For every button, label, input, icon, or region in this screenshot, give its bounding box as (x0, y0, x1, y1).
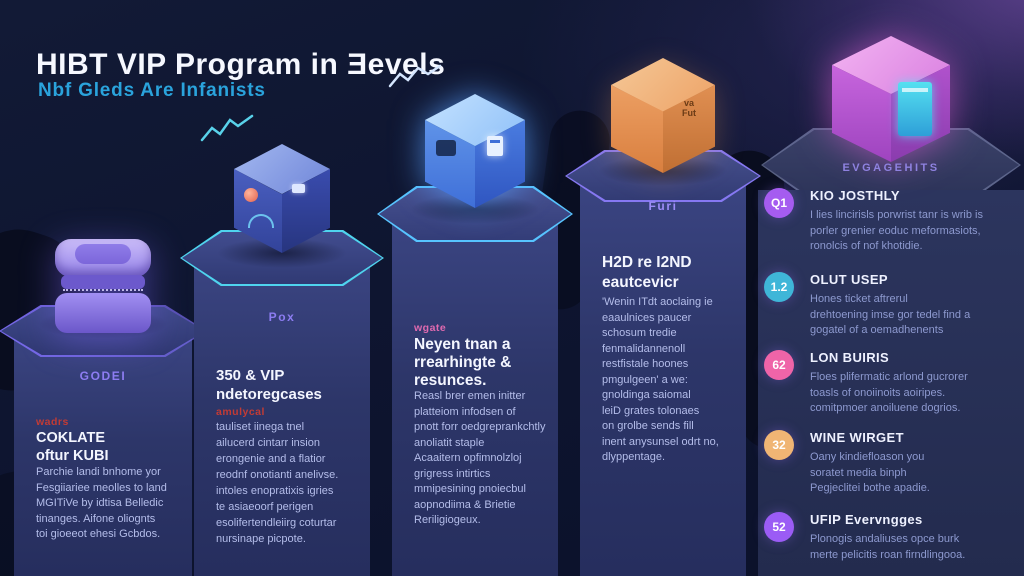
item-title: UFIP Evervngges (810, 512, 923, 527)
device-dotted-line (63, 289, 143, 291)
panel-body (758, 190, 1024, 576)
glowing-cube-icon (425, 94, 525, 212)
column-pedestal (580, 176, 746, 576)
column-heading: COKLATE oftur KUBI (36, 430, 109, 464)
list-item: Q1 KIO JOSTHLY I lies lincirisls porwris… (764, 188, 1014, 255)
platform-label: GODEI (79, 369, 127, 383)
level-column-3: wgate Neyen tnan a rrearhingte & resunce… (377, 64, 573, 576)
item-body: Plonogis andaliuses opce burk merte peli… (810, 533, 966, 561)
column-heading: H2D re I2ND eautcevicr (602, 254, 692, 291)
item-content: UFIP Evervngges Plonogis andaliuses opce… (810, 512, 1014, 563)
list-item: 62 LON BUIRIS Floes plifermatic arlond g… (764, 350, 1014, 417)
item-badge: 32 (764, 430, 794, 460)
device-band (61, 275, 145, 289)
vip-cube-icon: va Fut (611, 58, 715, 178)
column-pedestal (392, 214, 558, 576)
column-tag: wadrs (36, 416, 69, 428)
level-column-2: Pox 350 & VIP ndetoregcases amulycal tau… (180, 114, 384, 576)
panel-label: EVGAGEHITS (842, 162, 940, 174)
item-title: LON BUIRIS (810, 350, 890, 365)
column-body-text: Reasl brer emen initter platteiom infods… (414, 390, 546, 526)
figures-icon (436, 140, 456, 156)
column-tag: amulycal (216, 406, 265, 418)
item-body: I lies lincirisls porwrist tanr is wrib … (810, 209, 983, 252)
item-title: KIO JOSTHLY (810, 188, 900, 203)
list-item: 1.2 OLUT USEP Hones ticket aftrerul dreh… (764, 272, 1014, 339)
cube-face-label: va Fut (682, 98, 696, 118)
list-item: 32 WINE WIRGET Oany kindiefloason you so… (764, 430, 1014, 497)
item-badge: 62 (764, 350, 794, 380)
feature-cube-icon (234, 144, 330, 256)
trend-sparkline-icon (200, 114, 254, 142)
column-pedestal (194, 258, 370, 576)
document-icon (292, 184, 305, 193)
column-tag: wgate (414, 322, 447, 334)
item-content: OLUT USEP Hones ticket aftrerul drehtoen… (810, 272, 1014, 339)
column-body-text: Parchie landi bnhome yor Fesgiiariee meo… (36, 466, 167, 540)
list-item: 52 UFIP Evervngges Plonogis andaliuses o… (764, 512, 1014, 563)
item-body: Hones ticket aftrerul drehtoening imse g… (810, 293, 971, 336)
item-body: Oany kindiefloason you soratet media bin… (810, 451, 930, 494)
item-badge: 1.2 (764, 272, 794, 302)
item-body: Floes plifermatic arlond gucrorer toasls… (810, 371, 968, 414)
trend-sparkline-icon (388, 64, 442, 88)
column-heading: Neyen tnan a rrearhingte & resunces. (414, 336, 512, 389)
column-body-text: 'Wenin ITdt aoclaing ie eaaulnices pauce… (602, 296, 719, 463)
platform-label: Furi (648, 199, 678, 213)
device-base (55, 293, 151, 333)
level-column-4: va Fut Furi H2D re I2ND eautcevicr 'Weni… (565, 58, 761, 576)
column-body-text: tauliset iinega tnel ailucerd cintarr in… (216, 421, 339, 545)
page-title: HIBT VIP Program in Ǝevels (36, 48, 446, 82)
item-content: KIO JOSTHLY I lies lincirisls porwrist t… (810, 188, 1014, 255)
engagement-cube-icon (832, 36, 950, 168)
page-subtitle: Nbf Gleds Are Infanists (38, 80, 266, 101)
screen-icon (898, 82, 932, 136)
item-content: WINE WIRGET Oany kindiefloason you sorat… (810, 430, 1014, 497)
item-badge: 52 (764, 512, 794, 542)
platform-label: Pox (268, 310, 296, 324)
item-content: LON BUIRIS Floes plifermatic arlond gucr… (810, 350, 1014, 417)
column-heading: 350 & VIP ndetoregcases (216, 367, 322, 403)
item-title: WINE WIRGET (810, 430, 904, 445)
card-icon (487, 136, 503, 156)
device-slot (75, 244, 131, 264)
engagements-panel: EVGAGEHITS Q1 KIO JOSTHLY I lies linciri… (758, 36, 1024, 576)
level-column-1: GODEI wadrs COKLATE oftur KUBI Parchie l… (0, 239, 207, 576)
item-title: OLUT USEP (810, 272, 888, 287)
coin-icon (244, 188, 258, 202)
column-pedestal (14, 331, 192, 576)
item-badge: Q1 (764, 188, 794, 218)
vip-device-icon (47, 239, 159, 335)
